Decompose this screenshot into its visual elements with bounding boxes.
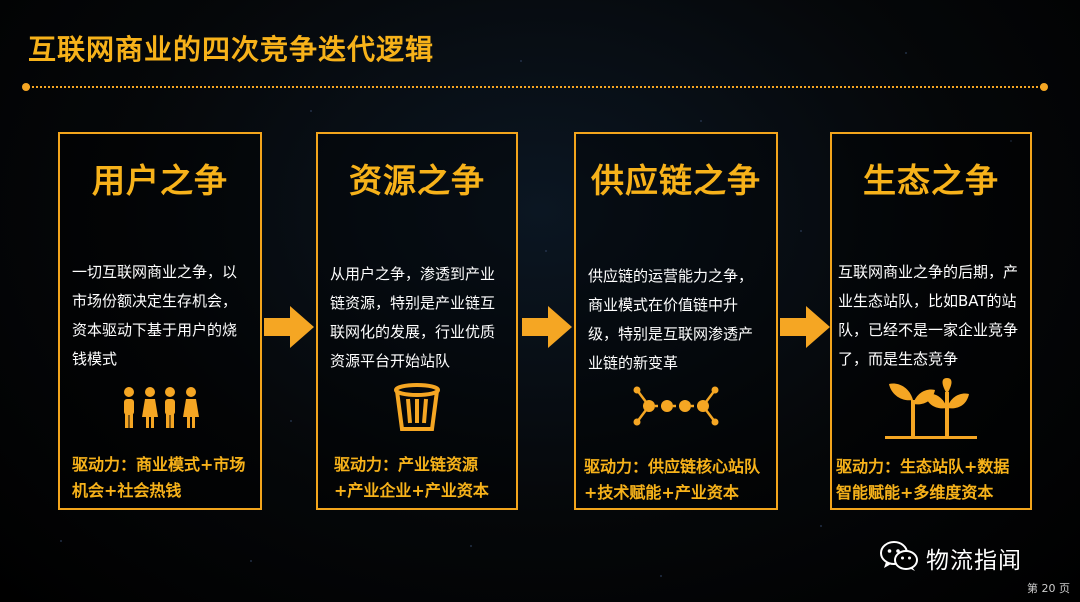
wechat-icon [880,540,918,576]
brand-name: 物流指闻 [926,548,1022,574]
card-title: 用户之争 [92,161,228,200]
divider-dot-right [1040,83,1048,91]
card-title: 资源之争 [349,161,485,200]
card-driver: 驱动力：供应链核心站队+技术赋能+产业资本 [584,457,761,502]
card-title: 生态之争 [863,161,999,200]
bucket-icon [318,382,516,438]
card-title: 供应链之争 [591,161,761,200]
card-resource-competition: 资源之争 从用户之争，渗透到产业链资源，特别是产业链互联网化的发展，行业优质资源… [316,132,518,510]
card-description: 从用户之争，渗透到产业链资源，特别是产业链互联网化的发展，行业优质资源平台开始站… [330,265,496,370]
arrow-right-icon [780,306,830,352]
title-divider [24,86,1046,88]
card-driver: 驱动力：生态站队+数据智能赋能+多维度资本 [836,457,1010,502]
card-ecosystem-competition: 生态之争 互联网商业之争的后期，产业生态站队，比如BAT的站队，已经不是一家企业… [830,132,1032,510]
card-description: 互联网商业之争的后期，产业生态站队，比如BAT的站队，已经不是一家企业竞争了，而… [838,263,1019,368]
sprouts-icon [832,378,1030,444]
card-supply-chain-competition: 供应链之争 供应链的运营能力之争，商业模式在价值链中升级，特别是互联网渗透产业链… [574,132,778,510]
card-description: 供应链的运营能力之争，商业模式在价值链中升级，特别是互联网渗透产业链的新变革 [588,267,754,372]
brand-watermark: 物流指闻 [880,540,1022,576]
card-driver: 驱动力：产业链资源+产业企业+产业资本 [334,455,489,500]
card-driver: 驱动力：商业模式+市场机会+社会热钱 [72,455,246,500]
arrow-right-icon [522,306,572,352]
card-description: 一切互联网商业之争，以市场份额决定生存机会，资本驱动下基于用户的烧钱模式 [72,263,238,368]
people-group-icon [60,386,260,434]
divider-dot-left [22,83,30,91]
arrow-right-icon [264,306,314,352]
page-number: 第 20 页 [1027,582,1070,595]
slide-title: 互联网商业的四次竞争迭代逻辑 [28,33,435,66]
chain-nodes-icon [576,386,776,430]
card-user-competition: 用户之争 一切互联网商业之争，以市场份额决定生存机会，资本驱动下基于用户的烧钱模… [58,132,262,510]
